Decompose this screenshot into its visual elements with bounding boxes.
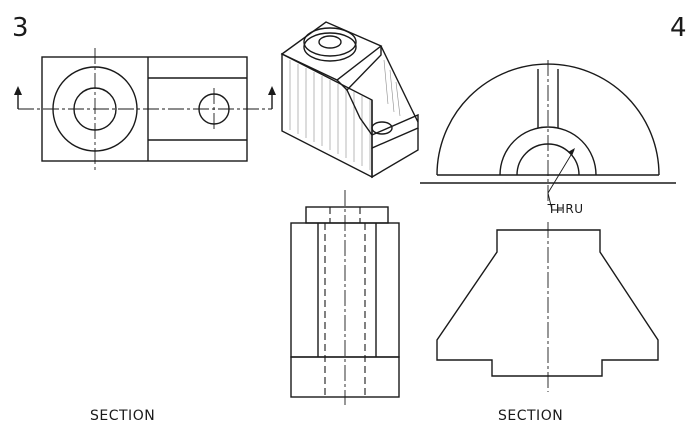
problem-3-top-view [14, 48, 276, 170]
problem-3-isometric-view [280, 21, 419, 179]
problem-number-3: 3 [12, 13, 29, 43]
problem-4-section-view [436, 222, 659, 392]
problem-3-section-view [290, 190, 400, 405]
section-label-3: SECTION [90, 408, 155, 424]
cutting-plane-arrow-right [268, 86, 276, 95]
thru-leader [547, 149, 575, 211]
cutting-plane-arrow-left [14, 86, 22, 95]
problem-4-top-view [420, 60, 676, 211]
problem-number-4: 4 [670, 13, 687, 43]
thru-note: THRU [547, 202, 583, 216]
section-label-4: SECTION [498, 408, 563, 424]
